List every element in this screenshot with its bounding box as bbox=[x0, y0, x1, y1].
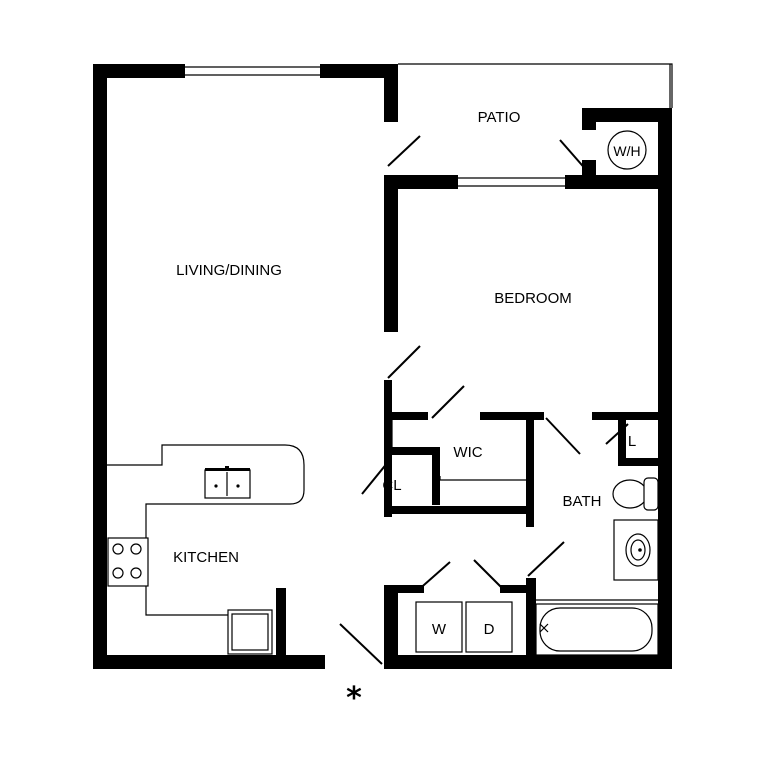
door-laundry-a bbox=[415, 561, 451, 593]
wall-linen-bottom bbox=[618, 458, 672, 466]
wall-cl-right bbox=[432, 447, 440, 505]
room-labels: PATIO W/H LIVING/DINING BEDROOM WIC CL L… bbox=[173, 109, 641, 638]
bath-sink bbox=[625, 533, 651, 567]
kitchen bbox=[107, 444, 305, 655]
wall-cl-top bbox=[384, 447, 440, 455]
door-bedroom bbox=[387, 345, 421, 379]
wall-wh-left bbox=[582, 108, 596, 130]
label-living-dining: LIVING/DINING bbox=[176, 262, 282, 279]
doors bbox=[339, 135, 629, 665]
wall-top-b bbox=[320, 64, 398, 78]
door-cl bbox=[361, 461, 389, 495]
door-bath bbox=[545, 417, 581, 455]
label-cl: CL bbox=[382, 477, 401, 494]
door-bath-b bbox=[527, 541, 565, 577]
washer bbox=[415, 601, 463, 653]
door-entry bbox=[339, 623, 383, 665]
wall-wh-top bbox=[582, 108, 672, 122]
refrigerator bbox=[227, 609, 273, 655]
wall-laundry-top-b bbox=[500, 585, 526, 593]
bath-fixtures bbox=[535, 477, 659, 656]
wall-laundry-right bbox=[526, 578, 536, 669]
door-linen bbox=[605, 423, 629, 445]
label-linen: L bbox=[628, 433, 636, 450]
wall-linen-left bbox=[618, 412, 626, 466]
walls bbox=[93, 64, 672, 669]
wall-kitchen-stub bbox=[276, 588, 286, 669]
wall-wic-bath bbox=[526, 412, 534, 527]
wall-laundry-top-a bbox=[384, 585, 424, 593]
label-water-heater: W/H bbox=[613, 143, 640, 159]
wall-living-patio bbox=[384, 64, 398, 122]
patio-outline bbox=[398, 63, 673, 108]
bathtub bbox=[535, 603, 659, 656]
wall-bed-bottom-a bbox=[384, 412, 428, 420]
toilet bbox=[612, 477, 659, 511]
wall-top-a bbox=[93, 64, 185, 78]
label-wic: WIC bbox=[453, 444, 482, 461]
wall-laundry-left bbox=[384, 585, 398, 669]
wall-left bbox=[93, 64, 107, 669]
label-washer: W bbox=[432, 621, 447, 638]
door-wic bbox=[431, 385, 465, 419]
label-bedroom: BEDROOM bbox=[494, 290, 572, 307]
windows bbox=[185, 66, 565, 187]
label-patio: PATIO bbox=[478, 109, 521, 126]
wall-right bbox=[658, 108, 672, 669]
water-heater-icon bbox=[607, 130, 647, 170]
label-dryer: D bbox=[484, 621, 495, 638]
bath-vanity bbox=[613, 519, 659, 581]
door-laundry-b bbox=[473, 559, 507, 593]
wall-wh-bottom bbox=[582, 160, 596, 189]
wall-bed-top-a bbox=[384, 175, 458, 189]
wall-bottom-a bbox=[93, 655, 325, 669]
label-bath: BATH bbox=[563, 493, 602, 510]
door-living-patio bbox=[387, 135, 421, 167]
wall-living-bed bbox=[384, 175, 398, 332]
wall-bed-top-b bbox=[565, 175, 672, 189]
label-kitchen: KITCHEN bbox=[173, 549, 239, 566]
wall-hall-bottom bbox=[384, 506, 534, 514]
interior-lines bbox=[391, 420, 659, 601]
door-bed-patio bbox=[559, 139, 589, 173]
entry-marker: * bbox=[346, 681, 362, 716]
wall-bed-bottom-c bbox=[592, 412, 672, 420]
dryer bbox=[465, 601, 513, 653]
laundry bbox=[415, 601, 513, 653]
wall-bed-bottom-b bbox=[480, 412, 544, 420]
